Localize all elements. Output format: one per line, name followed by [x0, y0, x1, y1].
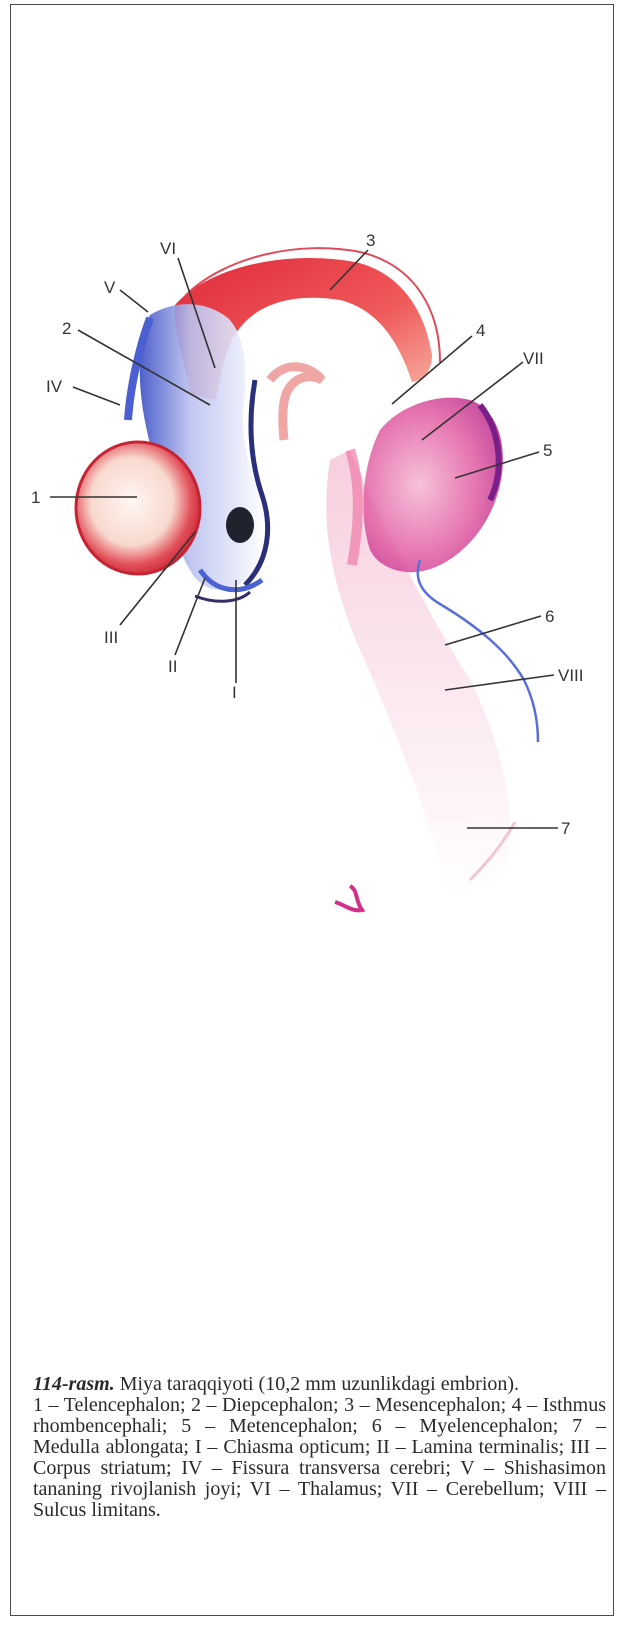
caption-heading: 114-rasm. Miya taraqqiyoti (10,2 mm uzun… — [33, 1374, 606, 1395]
label-VI: VI — [160, 239, 176, 258]
lamina-blue-arc — [197, 568, 264, 593]
sulcus-dark-curve — [243, 379, 271, 587]
diencephalon-blue-border — [124, 316, 154, 421]
label-7: 7 — [561, 819, 570, 838]
label-II: II — [168, 657, 177, 676]
medulla-faint-stroke — [468, 821, 517, 882]
label-I: I — [232, 683, 237, 702]
figure-number: 114-rasm. — [33, 1373, 115, 1395]
label-IV: IV — [46, 377, 63, 396]
telencephalon-region — [76, 442, 200, 574]
figure-caption: 114-rasm. Miya taraqqiyoti (10,2 mm uzun… — [33, 1374, 606, 1521]
label-III: III — [104, 628, 118, 647]
label-6: 6 — [545, 607, 554, 626]
label-2: 2 — [62, 319, 71, 338]
myelencephalon-region — [326, 450, 510, 900]
label-V: V — [104, 278, 116, 297]
label-VII: VII — [523, 349, 544, 368]
mesencephalon-outline — [184, 247, 441, 363]
mesencephalon-region — [174, 257, 432, 400]
metencephalon-region — [363, 397, 503, 573]
figure-legend: 1 – Telencephalon; 2 – Diepcephalon; 3 –… — [33, 1394, 606, 1521]
label-VIII: VIII — [558, 666, 584, 685]
isthmus-pink-band — [345, 448, 363, 566]
medulla-pink-mark — [334, 884, 366, 913]
chiasma-curve — [194, 590, 252, 603]
label-1: 1 — [31, 488, 40, 507]
chiasma-dark-spot — [226, 507, 254, 543]
label-3: 3 — [366, 231, 375, 250]
label-5: 5 — [543, 441, 552, 460]
figure-frame — [10, 4, 614, 1616]
telencephalon-outline — [74, 440, 202, 576]
sulcus-limitans — [416, 559, 540, 743]
leader-lines — [50, 249, 558, 829]
figure-title: Miya taraqqiyoti (10,2 mm uzunlikdagi em… — [119, 1373, 520, 1395]
midbrain-fold — [266, 362, 326, 441]
cerebellum-dark-edge — [477, 403, 502, 502]
label-4: 4 — [476, 321, 485, 340]
